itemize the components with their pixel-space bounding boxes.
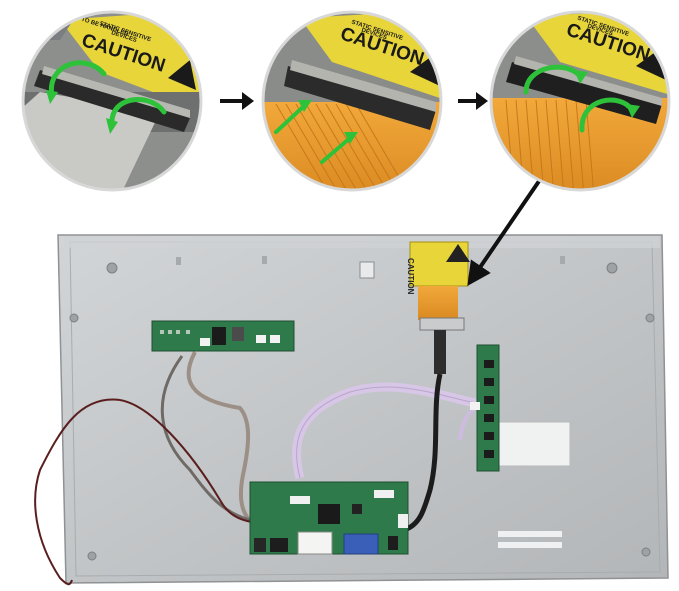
audio-jack bbox=[388, 536, 398, 550]
panel-white-label bbox=[497, 421, 571, 467]
button-board bbox=[470, 344, 500, 472]
callout-1-green-arrows bbox=[48, 60, 167, 127]
step-arrow-1-head bbox=[242, 92, 254, 110]
power-jack bbox=[254, 538, 266, 552]
callout-step-3: CAUTION STATIC SENSITIVE DEVICES bbox=[489, 10, 671, 192]
panel-screw-holes bbox=[69, 262, 655, 561]
step-arrow-2-head bbox=[476, 92, 488, 110]
hdmi-port bbox=[270, 538, 288, 552]
dvi-port bbox=[297, 531, 333, 555]
panel-caution-label: CAUTION bbox=[406, 258, 415, 295]
panel-caution-sticker: CAUTION bbox=[406, 241, 470, 295]
vga-port bbox=[343, 533, 379, 555]
callout-2-green-arrows bbox=[274, 104, 352, 164]
controller-board bbox=[249, 481, 409, 555]
connector-pointer-arrow bbox=[467, 166, 550, 286]
inverter-board bbox=[151, 320, 295, 352]
callout-step-2: CAUTION STATIC SENSITIVE DEVICES bbox=[261, 10, 443, 192]
callout-step-1: CAUTION STATIC SENSITIVE DEVICES NOT TO … bbox=[21, 10, 203, 192]
cables bbox=[34, 351, 485, 586]
